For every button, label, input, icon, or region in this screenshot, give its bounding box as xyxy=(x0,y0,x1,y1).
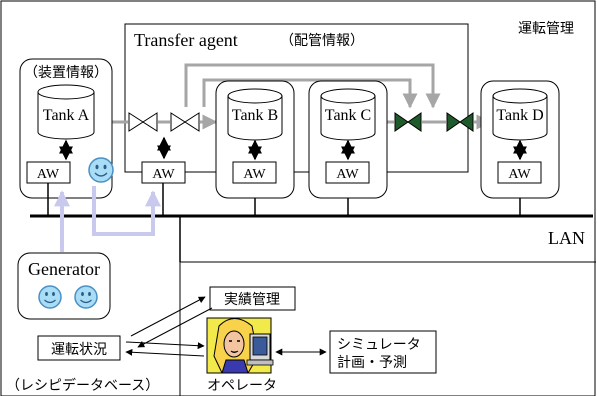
recipe-db-label: （レシピデータベース） xyxy=(6,377,159,394)
tank-c-agent: AW xyxy=(336,167,359,182)
lan-label: LAN xyxy=(548,228,585,248)
tank-a-agent: AW xyxy=(37,167,60,182)
title: 運転管理 xyxy=(518,21,574,37)
tank-d-unit: Tank D AW xyxy=(480,80,560,199)
status-operator-arrows xyxy=(125,341,205,357)
tank-a-name: Tank A xyxy=(43,107,90,124)
equipment-info-label: （装置情報） xyxy=(24,65,108,81)
generator: Generator xyxy=(17,252,111,320)
tank-d-agent: AW xyxy=(508,167,531,182)
smiley-icon xyxy=(38,285,62,309)
agent-migration-paths xyxy=(54,186,161,252)
ops-frame xyxy=(179,261,596,396)
tank-b-agent: AW xyxy=(243,167,266,182)
lan-drops xyxy=(47,183,521,216)
pipe-agent-label: AW xyxy=(152,167,175,182)
pipe-network xyxy=(110,63,492,130)
valve-2 xyxy=(170,112,200,132)
valve-3 xyxy=(394,112,422,132)
simulator-label-1: シミュレータ xyxy=(337,337,421,353)
tank-d-name: Tank D xyxy=(496,107,543,124)
operator-icon xyxy=(206,317,274,374)
simulator-label-2: 計画・予測 xyxy=(337,355,407,371)
tank-a-unit: （装置情報） Tank A AW xyxy=(19,58,114,199)
tank-b-name: Tank B xyxy=(232,107,278,124)
operator-label: オペレータ xyxy=(207,378,277,394)
valve-1 xyxy=(128,112,158,132)
status-records-arrows xyxy=(130,296,213,348)
smiley-icon xyxy=(88,157,114,183)
smiley-icon xyxy=(74,285,98,309)
tank-b-unit: Tank B AW xyxy=(215,80,295,199)
valve-4 xyxy=(446,112,474,132)
transfer-agent-box xyxy=(124,23,469,173)
simulator-box xyxy=(329,330,437,374)
records-label: 実績管理 xyxy=(224,292,280,308)
status-label: 運転状況 xyxy=(51,342,107,358)
records-box xyxy=(209,286,296,311)
tank-c-name: Tank C xyxy=(325,107,371,124)
generator-label: Generator xyxy=(28,259,100,279)
status-box xyxy=(37,335,121,361)
transfer-agent-sub: （配管情報） xyxy=(280,33,364,49)
tank-c-unit: Tank C AW xyxy=(308,80,388,199)
transfer-agent-label: Transfer agent xyxy=(134,30,238,50)
